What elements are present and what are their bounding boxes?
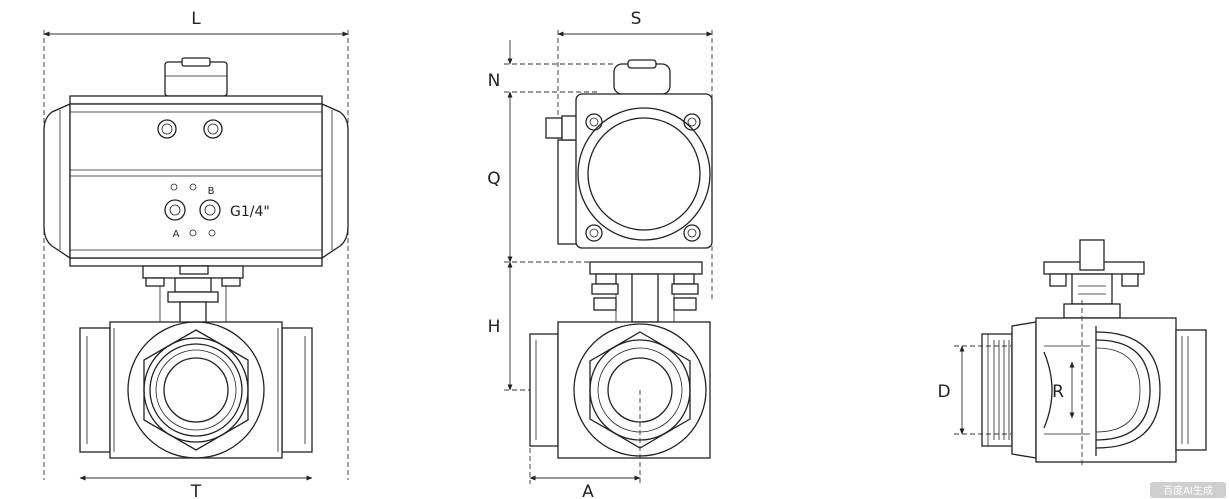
dimension-d: D [937,345,1012,435]
thread-spec-label: G1/4" [230,204,270,220]
side-view: S N Q H [487,9,713,499]
side-bracket [589,261,703,323]
dim-label-t: T [190,482,202,499]
port-label-b: B [208,186,215,197]
dimension-s: S [557,9,713,300]
actuator-indicator [164,57,228,97]
plug-right-icon [203,119,223,139]
side-indicator [613,59,671,95]
dim-label-d: D [937,382,950,402]
bolt-br-icon [683,224,701,242]
bolt-tl-icon [585,113,603,131]
watermark-text: 百度AI生成 [1163,484,1213,497]
section-top-flange [1043,239,1145,319]
dim-label-r: R [1052,382,1064,402]
dimension-l: L [43,9,349,480]
dimension-q: Q [487,91,600,263]
dim-label-q: Q [487,169,500,189]
valve-body-front [79,321,313,459]
valve-body-side [529,321,711,459]
dim-label-h: H [488,317,501,337]
dim-label-n: N [488,71,501,91]
front-view: L [43,9,349,499]
dim-label-s: S [631,9,642,29]
dim-label-a: A [582,482,594,499]
mounting-bracket [142,265,244,325]
watermark: 百度AI生成 [1150,482,1226,498]
dimension-n: N [488,40,615,91]
port-a-icon [164,199,186,221]
port-label-a: A [173,229,180,240]
section-view: D R [937,239,1207,468]
bolt-tr-icon [683,113,701,131]
thread-hatch [993,340,1010,440]
actuator-end-cap [545,93,713,249]
port-b-icon [199,199,221,221]
dimension-a: A [529,390,641,499]
dimension-r: R [1052,361,1075,419]
dimension-t: T [79,475,313,499]
actuator-body: A B G1/4" [43,95,349,267]
bolt-bl-icon [585,224,603,242]
section-body [981,300,1207,468]
dim-label-l: L [191,9,201,29]
plug-left-icon [157,119,177,139]
